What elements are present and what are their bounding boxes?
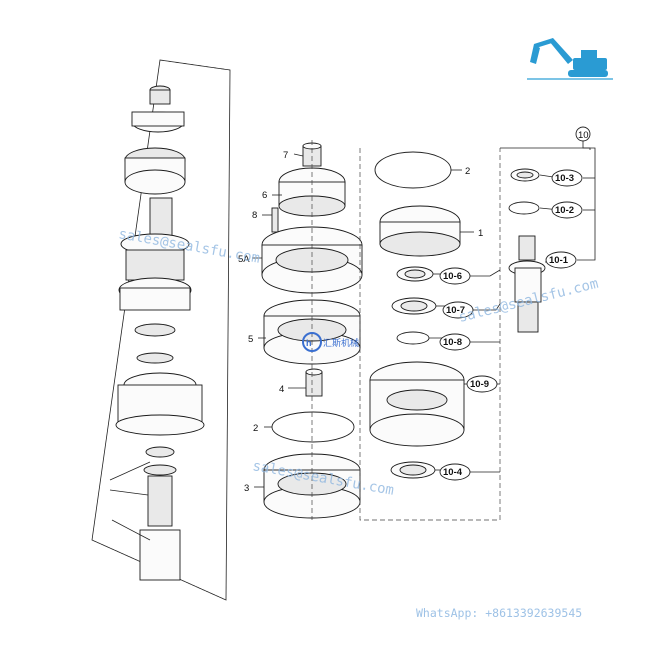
- callout-3: 3: [244, 483, 249, 494]
- callout-6: 6: [262, 190, 267, 201]
- callout-10-9: 10-9: [466, 375, 498, 393]
- watermark-whatsapp: WhatsApp: +8613392639545: [416, 606, 582, 620]
- svg-text:10-7: 10-7: [446, 305, 465, 316]
- callout-10-3: 10-3: [551, 169, 583, 187]
- svg-text:10-9: 10-9: [470, 379, 489, 390]
- seal-chinese-text: 汇斯机械: [323, 337, 359, 349]
- callout-1: 1: [478, 228, 483, 239]
- svg-text:10-3: 10-3: [555, 173, 574, 184]
- svg-text:h: h: [306, 338, 312, 348]
- middle-parts-column: [261, 140, 363, 520]
- company-seal-icon: h 汇斯机械: [302, 332, 359, 352]
- svg-text:10-8: 10-8: [443, 337, 462, 348]
- svg-text:10-2: 10-2: [555, 205, 574, 216]
- callout-10-1: 10-1: [545, 251, 577, 269]
- callout-8: 8: [252, 210, 257, 221]
- svg-text:10: 10: [578, 130, 589, 141]
- callout-2-lower: 2: [253, 423, 258, 434]
- callout-10-6: 10-6: [439, 267, 471, 285]
- svg-text:10-1: 10-1: [549, 255, 569, 266]
- callout-5a: 5A: [238, 254, 250, 265]
- shaft-column: [500, 147, 591, 333]
- callout-10: 10: [575, 126, 591, 142]
- excavator-logo-icon: [527, 38, 613, 80]
- left-exploded-assembly: [91, 59, 231, 601]
- svg-text:10-6: 10-6: [443, 271, 462, 282]
- callout-10-8: 10-8: [439, 333, 471, 351]
- callout-10-2: 10-2: [551, 201, 583, 219]
- callout-10-7: 10-7: [442, 301, 474, 319]
- callout-7: 7: [283, 150, 288, 161]
- callout-2-upper: 2: [465, 166, 470, 177]
- callout-10-4: 10-4: [439, 463, 471, 481]
- callout-4: 4: [279, 384, 284, 395]
- svg-text:10-4: 10-4: [443, 467, 463, 478]
- callout-labels: 7 6 8 5A 5 4 2 3 2 1 10 10-3 10-2 10-1 1…: [238, 126, 591, 494]
- right-parts-column: [359, 148, 501, 521]
- callout-5: 5: [248, 334, 253, 345]
